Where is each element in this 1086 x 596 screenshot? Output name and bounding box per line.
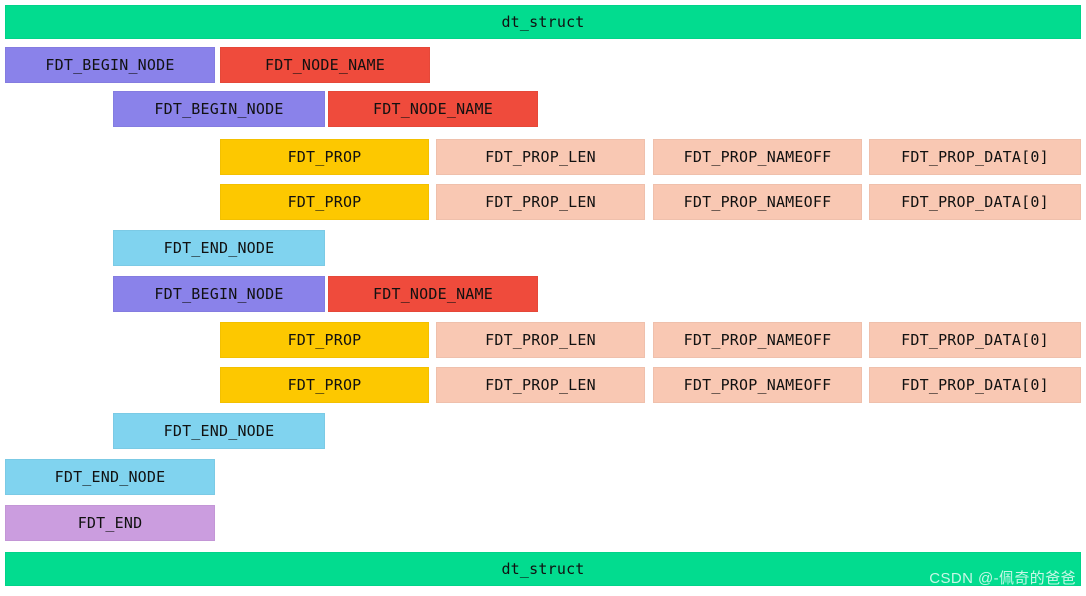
prop-row-2-cell-1: FDT_PROP_LEN bbox=[436, 184, 645, 220]
prop-row-3-cell-0: FDT_PROP bbox=[220, 322, 429, 358]
prop-row-3-cell-1: FDT_PROP_LEN bbox=[436, 322, 645, 358]
prop-row-1-cell-0: FDT_PROP bbox=[220, 139, 429, 175]
prop-row-4-cell-0: FDT_PROP bbox=[220, 367, 429, 403]
prop-row-3-cell-3: FDT_PROP_DATA[0] bbox=[869, 322, 1081, 358]
struct-end-cell-0: FDT_END bbox=[5, 505, 215, 541]
node-level-2-begin-b-cell-0: FDT_BEGIN_NODE bbox=[113, 276, 325, 312]
node-level-2-begin-cell-0: FDT_BEGIN_NODE bbox=[113, 91, 325, 127]
footer-bar-cell-0: dt_struct bbox=[5, 552, 1081, 586]
node-level-1-begin-cell-0: FDT_BEGIN_NODE bbox=[5, 47, 215, 83]
prop-row-3-cell-2: FDT_PROP_NAMEOFF bbox=[653, 322, 862, 358]
prop-row-1-cell-1: FDT_PROP_LEN bbox=[436, 139, 645, 175]
prop-row-4-cell-2: FDT_PROP_NAMEOFF bbox=[653, 367, 862, 403]
node-level-2-end-a-cell-0: FDT_END_NODE bbox=[113, 230, 325, 266]
prop-row-2-cell-0: FDT_PROP bbox=[220, 184, 429, 220]
node-level-2-begin-b-cell-1: FDT_NODE_NAME bbox=[328, 276, 538, 312]
prop-row-4-cell-3: FDT_PROP_DATA[0] bbox=[869, 367, 1081, 403]
prop-row-1-cell-3: FDT_PROP_DATA[0] bbox=[869, 139, 1081, 175]
prop-row-1-cell-2: FDT_PROP_NAMEOFF bbox=[653, 139, 862, 175]
prop-row-2-cell-3: FDT_PROP_DATA[0] bbox=[869, 184, 1081, 220]
header-bar-cell-0: dt_struct bbox=[5, 5, 1081, 39]
node-level-1-end-cell-0: FDT_END_NODE bbox=[5, 459, 215, 495]
prop-row-2-cell-2: FDT_PROP_NAMEOFF bbox=[653, 184, 862, 220]
node-level-2-begin-cell-1: FDT_NODE_NAME bbox=[328, 91, 538, 127]
prop-row-4-cell-1: FDT_PROP_LEN bbox=[436, 367, 645, 403]
node-level-1-begin-cell-1: FDT_NODE_NAME bbox=[220, 47, 430, 83]
node-level-2-end-b-cell-0: FDT_END_NODE bbox=[113, 413, 325, 449]
